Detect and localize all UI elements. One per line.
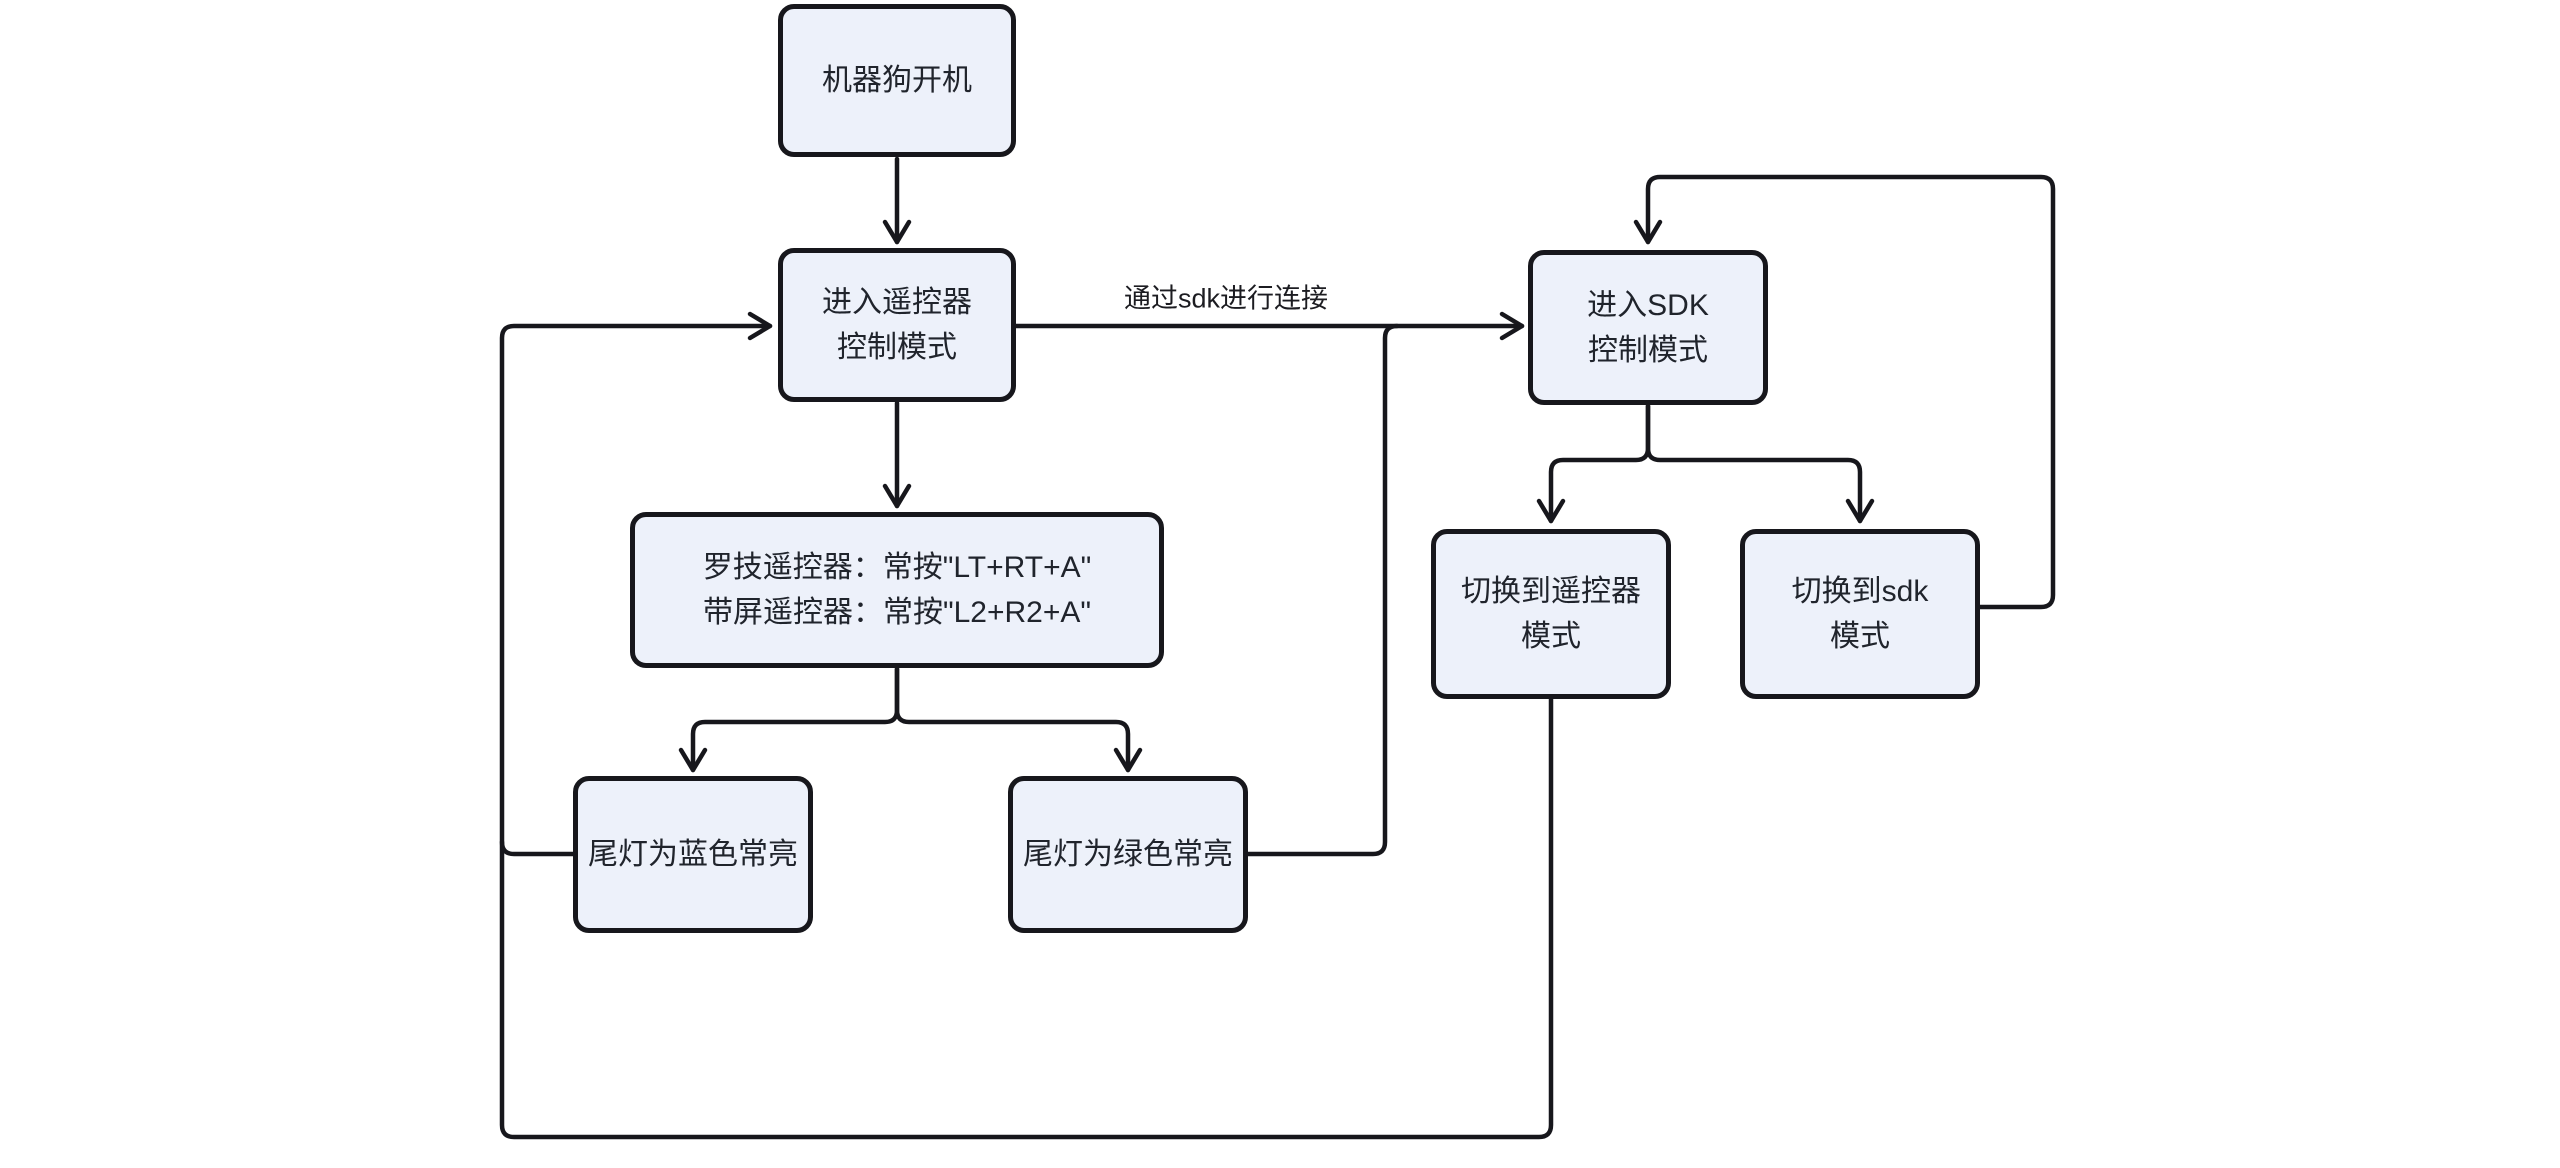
edge-green-merge xyxy=(1243,323,1400,857)
node-label: 进入遥控器 控制模式 xyxy=(822,286,972,364)
node-label: 进入SDK 控制模式 xyxy=(1587,288,1709,367)
node-switch-sdk[interactable]: 切换到sdk 模式 xyxy=(1740,529,1980,699)
edge-hotkey-to-green xyxy=(894,666,1143,773)
node-label: 机器狗开机 xyxy=(822,64,972,97)
edge-label-sdk-connect: 通过sdk进行连接 xyxy=(1123,283,1329,314)
node-switch-remote[interactable]: 切换到遥控器 模式 xyxy=(1431,529,1671,699)
node-label: 尾灯为绿色常亮 xyxy=(1023,838,1233,871)
edge-blue-merge xyxy=(499,839,578,857)
node-remote-mode[interactable]: 进入遥控器 控制模式 xyxy=(778,248,1016,402)
node-label: 尾灯为蓝色常亮 xyxy=(588,838,798,871)
edge-switchremote-to-remote-loop xyxy=(499,311,1554,1140)
node-tail-green[interactable]: 尾灯为绿色常亮 xyxy=(1008,776,1248,933)
node-label: 罗技遥控器：常按"LT+RT+A" 带屏遥控器：常按"L2+R2+A" xyxy=(702,551,1092,629)
edge-switchsdk-to-sdk-loop xyxy=(1633,174,2056,610)
node-tail-blue[interactable]: 尾灯为蓝色常亮 xyxy=(573,776,813,933)
node-label: 切换到遥控器 模式 xyxy=(1461,575,1641,653)
edge-sdk-to-switchremote xyxy=(1536,403,1651,524)
node-hotkey[interactable]: 罗技遥控器：常按"LT+RT+A" 带屏遥控器：常按"L2+R2+A" xyxy=(630,512,1164,668)
node-power-on[interactable]: 机器狗开机 xyxy=(778,4,1016,157)
node-sdk-mode[interactable]: 进入SDK 控制模式 xyxy=(1528,250,1768,405)
edge-sdk-to-switchsdk xyxy=(1645,403,1875,524)
node-label: 切换到sdk 模式 xyxy=(1791,575,1929,653)
edge-hotkey-to-blue xyxy=(678,666,900,773)
